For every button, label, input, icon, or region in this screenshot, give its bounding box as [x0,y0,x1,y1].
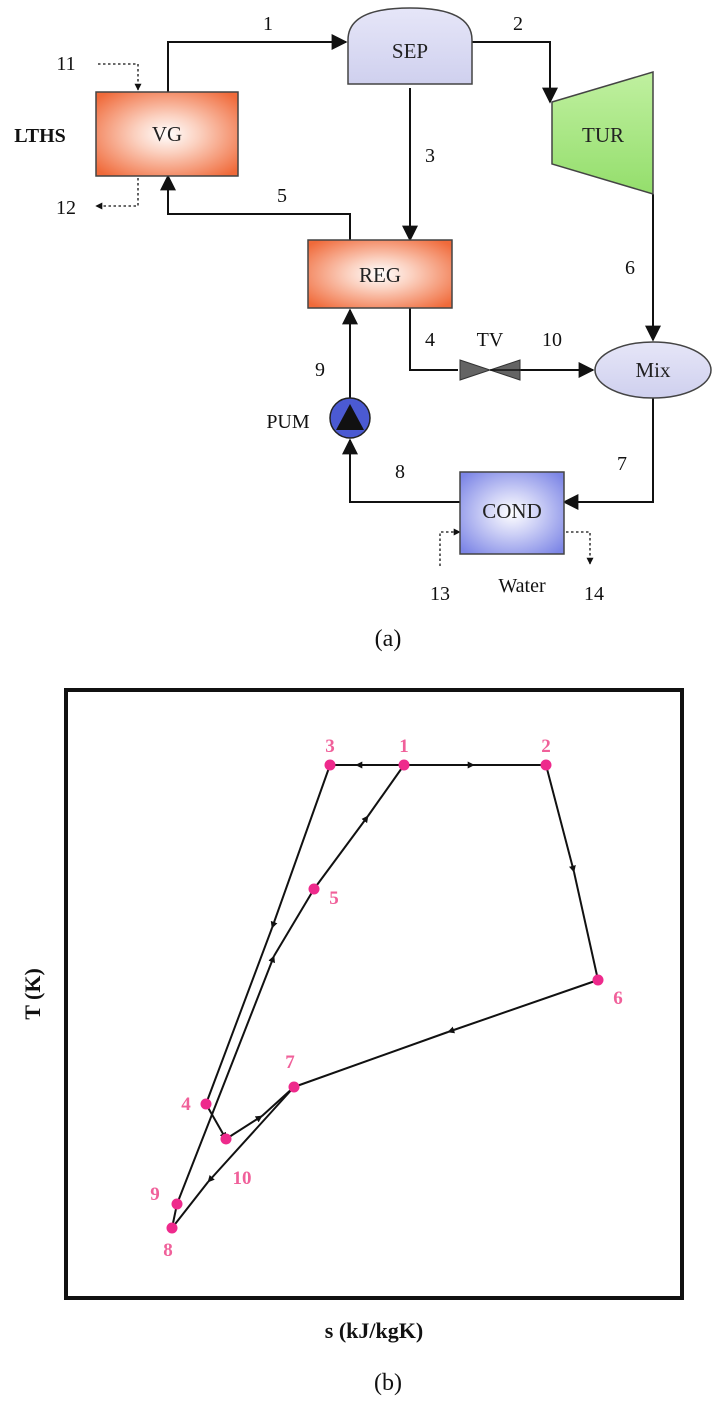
ts-line-2-6a [545,764,576,873]
tv-label: TV [477,329,504,351]
stream-label-6: 6 [625,257,635,279]
ts-line-6-7b [293,1031,449,1088]
stream-label-7: 7 [617,453,627,475]
ts-label-10: 10 [233,1168,252,1189]
stream-label-5: 5 [277,185,287,207]
vapor-generator: VG [95,91,239,177]
ts-point-6 [592,974,604,986]
diagram-b: 1 2 3 4 5 6 7 8 9 10 T (K) s (kJ/kgK) (b… [20,688,684,1396]
ts-label-3: 3 [325,736,335,757]
pipe-4 [409,308,458,371]
ts-point-5 [308,883,320,895]
ts-label-2: 2 [541,736,551,757]
ts-label-7: 7 [285,1052,295,1073]
stream-label-11: 11 [56,53,75,75]
ts-label-5: 5 [329,888,339,909]
ts-point-7 [288,1081,300,1093]
stream-label-4: 4 [425,329,435,351]
ts-label-6: 6 [613,988,623,1009]
stream-14-line [566,531,594,565]
separator: SEP [347,7,473,85]
ts-point-8 [166,1222,178,1234]
pum-label: PUM [266,411,310,433]
pipe-2 [472,41,558,104]
reg-label: REG [359,263,401,287]
ts-line-5-1b [367,764,405,817]
mixer: Mix [594,341,712,399]
ts-line-7-8b [171,1181,209,1229]
cond-label: COND [482,499,542,523]
stream-label-8: 8 [395,461,405,483]
ts-label-8: 8 [163,1240,173,1261]
caption-b: (b) [374,1370,402,1396]
ts-line-9-5a [176,955,275,1205]
throttle-valve: TV [459,329,521,381]
ts-point-4 [200,1098,212,1110]
external-streams [95,63,594,566]
ts-label-1: 1 [399,736,409,757]
stream-label-3: 3 [425,145,435,167]
ts-line-7-8a [207,1086,295,1183]
turbine: TUR [551,70,654,196]
stream-label-10: 10 [542,329,562,351]
ts-point-3 [324,759,336,771]
ts-line-5-1a [313,815,369,890]
ts-plot-frame [64,688,684,1300]
ts-line-3-4a [270,764,331,929]
ts-label-4: 4 [181,1094,191,1115]
tur-label: TUR [582,123,624,147]
ts-ylabel: T (K) [20,968,45,1020]
pipe-7 [562,398,654,510]
caption-a: (a) [375,626,402,652]
pipes [160,34,661,510]
ts-line-4-10 [205,1103,227,1140]
ts-line-3-4b [205,927,273,1105]
ts-state-points [166,759,604,1234]
ts-xlabel: s (kJ/kgK) [325,1318,423,1343]
pipe-8 [342,438,460,503]
condenser: COND [459,471,565,555]
stream-label-9: 9 [315,359,325,381]
ts-point-2 [540,759,552,771]
stream-label-1: 1 [263,13,273,35]
stream-12-line [95,178,139,210]
ts-point-9 [171,1198,183,1210]
diagram-a: VG SEP TUR REG TV Mix [14,7,712,652]
ts-cycle-lines [171,761,599,1229]
ts-line-10-7a [225,1115,263,1140]
stream-label-12: 12 [56,197,76,219]
stream-label-2: 2 [513,13,523,35]
stream-label-13: 13 [430,583,450,605]
pump: PUM [266,397,371,439]
stream-label-14: 14 [584,583,604,605]
stream-13-line [439,528,461,566]
sep-label: SEP [392,39,428,63]
regenerator: REG [307,239,453,309]
mix-label: Mix [635,358,671,382]
stream-11-line [98,63,142,91]
water-label: Water [498,575,546,597]
ts-line-9-5b [273,888,315,957]
lths-label: LTHS [14,125,66,147]
pipe-5 [160,174,351,240]
ts-point-10 [220,1133,232,1145]
ts-point-1 [398,759,410,771]
ts-line-6-7a [447,979,599,1034]
vg-label: VG [152,122,182,146]
ts-line-2-6b [573,871,599,981]
pipe-1 [167,34,348,92]
ts-label-9: 9 [150,1184,160,1205]
